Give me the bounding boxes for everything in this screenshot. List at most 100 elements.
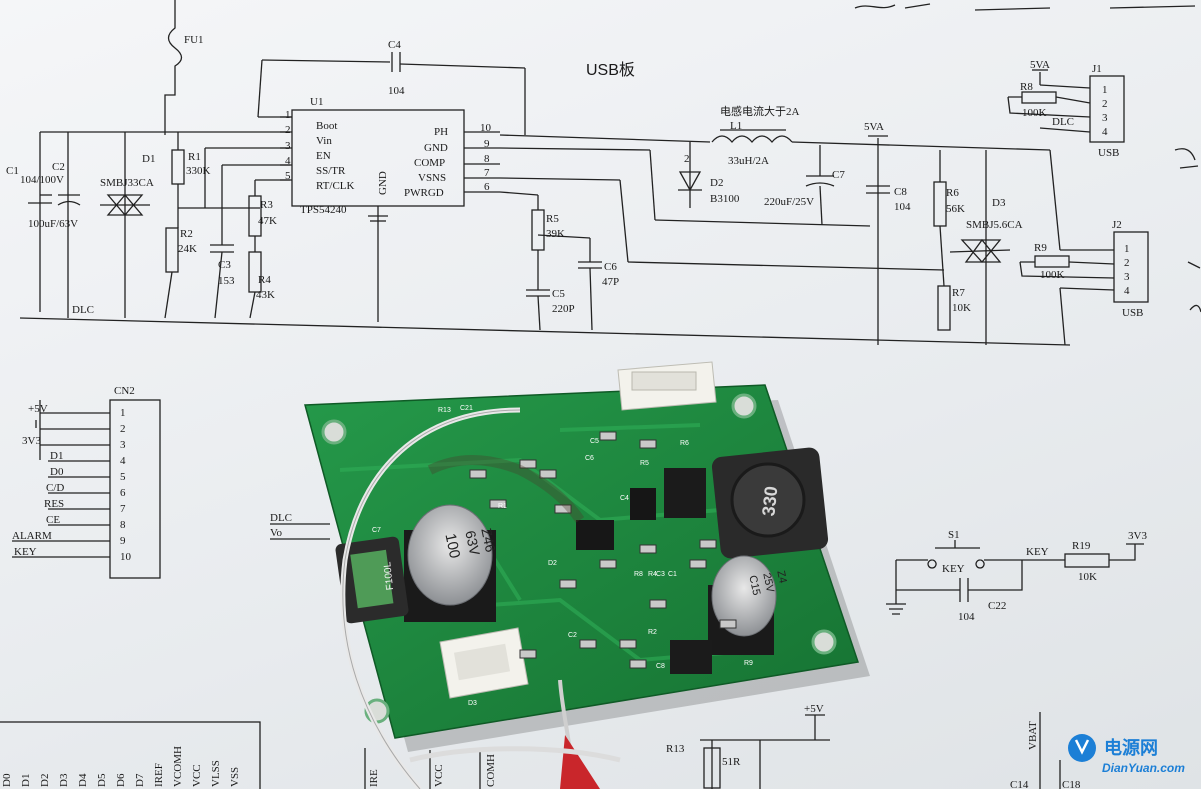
silk-label: C21 xyxy=(460,405,473,412)
flux-residue xyxy=(427,455,585,523)
ic-num-3: 3 xyxy=(285,140,291,152)
cn2-pin-5: 5 xyxy=(120,471,126,483)
watermark-logo-icon xyxy=(1068,734,1096,762)
r2-body xyxy=(165,227,179,273)
gnd-pin-to-c7 xyxy=(654,219,871,227)
r4-ref: R4 xyxy=(258,274,271,286)
top-connector-slot xyxy=(631,371,697,391)
c3-value: 153 xyxy=(218,275,235,287)
silk-label: R13 xyxy=(438,407,451,414)
j2-name: USB xyxy=(1122,307,1143,319)
rail-label: 5VA xyxy=(864,121,884,133)
c4-right xyxy=(399,63,526,69)
c4-value: 104 xyxy=(388,85,405,97)
l1-ref: L1 xyxy=(730,120,742,132)
fuse-label: FU1 xyxy=(184,34,204,46)
r1-body xyxy=(171,149,185,185)
silk-label: C5 xyxy=(590,438,599,445)
c5-gnd xyxy=(537,295,541,331)
bus-label: D4 xyxy=(77,773,89,787)
ic-pin-boot: Boot xyxy=(316,120,337,132)
bottom-frag-3: COMH xyxy=(485,754,497,787)
j1-body xyxy=(1089,75,1125,143)
r8-body xyxy=(1021,91,1057,104)
silk-label: C2 xyxy=(568,632,577,639)
c7-value: 220uF/25V xyxy=(764,196,814,208)
s1-ref: S1 xyxy=(948,529,960,541)
j2-ref: J2 xyxy=(1112,219,1122,231)
r9-ref: R9 xyxy=(1034,242,1047,254)
cn2-ref: CN2 xyxy=(114,385,135,397)
mounting-hole-br xyxy=(811,629,837,655)
r6-body xyxy=(933,181,947,227)
pencil-line xyxy=(974,7,1051,11)
r2-value: 24K xyxy=(178,243,197,255)
gnd-pin-wire xyxy=(499,147,651,151)
c22-ref: C22 xyxy=(988,600,1006,612)
output-rail xyxy=(791,141,1051,151)
d1-tvs-symbol xyxy=(100,193,150,217)
cn2-pin-1: 1 xyxy=(120,407,126,419)
bottom-frag-2: VCC xyxy=(433,764,445,787)
c6-ref: C6 xyxy=(604,261,617,273)
cn2-net-7: RES xyxy=(44,498,64,510)
c7-ref: C7 xyxy=(832,169,845,181)
cn2-net-4: D1 xyxy=(50,450,63,462)
ic-num-10: 10 xyxy=(480,122,492,134)
ic-right-stubs xyxy=(464,131,500,193)
j1-5va: 5VA xyxy=(1030,59,1050,71)
diode-d3 xyxy=(670,640,712,674)
schematic-title: USB板 xyxy=(586,61,635,79)
smd-part xyxy=(689,559,707,569)
big-cap-top xyxy=(407,504,493,606)
cn2-pin-7: 7 xyxy=(120,503,126,515)
cn2-net-1: +5V xyxy=(28,403,48,415)
watermark-en: DianYuan.com xyxy=(1102,761,1185,775)
smd-part xyxy=(629,659,647,669)
ic-part: TPS54240 xyxy=(300,204,347,216)
ic-u1 xyxy=(630,488,656,520)
smd-part xyxy=(599,559,617,569)
r19-ref: R19 xyxy=(1072,540,1091,552)
r6-r7-node xyxy=(939,225,945,287)
j1-pin-1: 1 xyxy=(1102,84,1108,96)
silk-label: R5 xyxy=(640,460,649,467)
silk-label: R6 xyxy=(680,440,689,447)
watermark-logo-mark xyxy=(1074,739,1090,755)
r19-to-3v3 xyxy=(1109,543,1144,561)
ph-net xyxy=(499,134,711,143)
cn2-pin-4: 4 xyxy=(120,455,126,467)
d1-ref: D1 xyxy=(142,153,155,165)
r19-value: 10K xyxy=(1078,571,1097,583)
smd-part xyxy=(559,579,577,589)
d2-ref: D2 xyxy=(710,177,723,189)
r3-value: 47K xyxy=(258,215,277,227)
silk-label: D2 xyxy=(548,560,557,567)
cn2-pin-10: 10 xyxy=(120,551,132,563)
vbat-lines xyxy=(1039,712,1061,789)
inductor-top xyxy=(730,462,806,538)
j2-gnd xyxy=(1059,287,1066,346)
vsns-down xyxy=(619,179,629,263)
mounting-hole-tr xyxy=(731,393,757,419)
j1-dlc: DLC xyxy=(1052,116,1074,128)
silk-label: C3 xyxy=(656,571,665,578)
pcb-traces xyxy=(339,423,761,663)
bus-label: D0 xyxy=(1,773,13,787)
ground-rail xyxy=(19,317,1071,346)
small-cap-top xyxy=(711,555,777,637)
r5-value: 39K xyxy=(546,228,565,240)
smd-part xyxy=(719,619,737,629)
bus-label: VLSS xyxy=(210,760,222,787)
bottom-rail: +5V xyxy=(804,703,824,715)
r2-lead xyxy=(164,271,173,319)
r5-ref: R5 xyxy=(546,213,559,225)
cn2-pin-9: 9 xyxy=(120,535,126,547)
r7-value: 10K xyxy=(952,302,971,314)
c3-ref: C3 xyxy=(218,259,231,271)
